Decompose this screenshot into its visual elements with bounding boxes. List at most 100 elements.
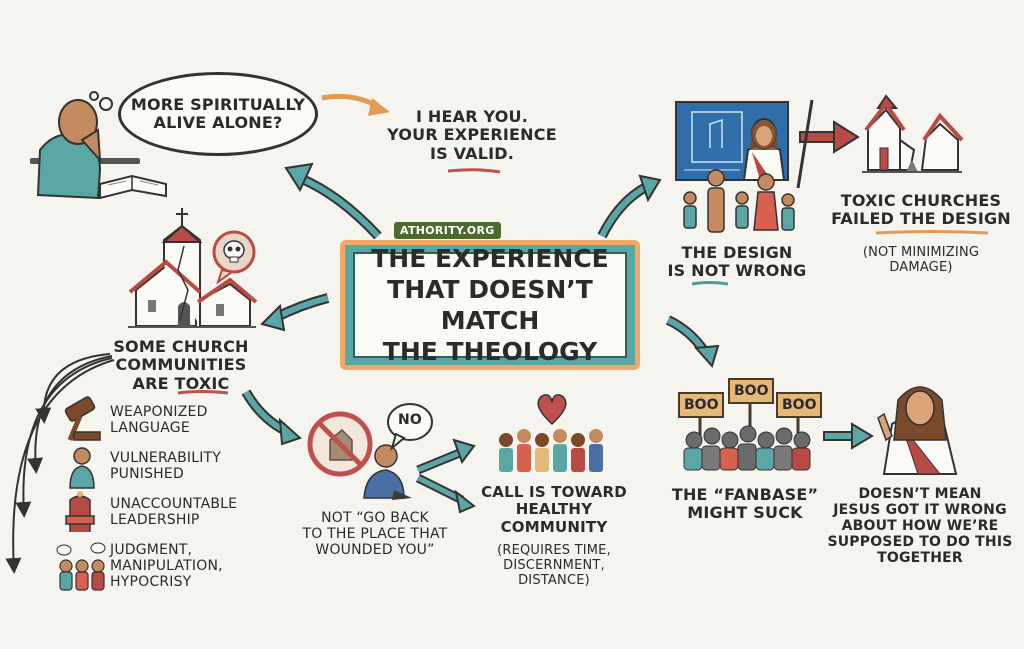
no-back-text: NOT “GO BACK TO THE PLACE THAT WOUNDED Y…	[290, 510, 460, 558]
underline-failed-design	[875, 230, 989, 235]
healthy-text: CALL IS TOWARD HEALTHY COMMUNITY	[474, 483, 634, 536]
response-text: I HEAR YOU. YOUR EXPERIENCE IS VALID.	[372, 107, 572, 163]
toxic-item-label: VULNERABILITY PUNISHED	[110, 450, 221, 482]
arrow-to-left	[260, 293, 330, 332]
toxic-item-line: HYPOCRISY	[110, 574, 192, 591]
center-title-line: THAT DOESN’T MATCH	[387, 274, 593, 335]
jesus-icon	[877, 386, 958, 475]
arrow-head	[368, 98, 390, 116]
toxic-line: SOME CHURCH	[113, 337, 249, 356]
no-back-line: TO THE PLACE THAT	[302, 526, 448, 543]
toxic-item-line: JUDGMENT,	[110, 542, 193, 558]
toxic-item-line: WEAPONIZED	[110, 404, 208, 420]
praying-person-icon	[30, 99, 140, 200]
response-line: YOUR EXPERIENCE	[387, 125, 557, 145]
no-back-line: NOT “GO BACK	[321, 510, 429, 526]
jesus-line: SUPPOSED TO DO THIS	[827, 534, 1013, 551]
center-inner: THE EXPERIENCE THAT DOESN’T MATCH THE TH…	[353, 244, 627, 366]
no-speech-bubble	[387, 403, 433, 451]
toxic-item-label: UNACCOUNTABLE LEADERSHIP	[110, 496, 237, 528]
no-back-line: WOUNDED YOU”	[315, 542, 435, 559]
healthy-line: HEALTHY	[515, 500, 593, 519]
healthy-line: CALL IS TOWARD	[481, 483, 627, 501]
cracked-church-icon	[128, 208, 258, 328]
site-badge: ATHORITY.ORG	[394, 222, 501, 239]
underline-not	[691, 281, 729, 286]
toxic-line: COMMUNITIES	[115, 355, 247, 375]
failed-note-line: (NOT MINIMIZING	[862, 245, 980, 260]
design-text: THE DESIGN IS NOT WRONG	[662, 243, 812, 281]
center-title-line: THE THEOLOGY	[382, 337, 598, 367]
failed-note: (NOT MINIMIZING DAMAGE)	[836, 245, 1006, 276]
toxic-item-line: MANIPULATION,	[110, 558, 223, 575]
arrow-design-to-failed	[796, 99, 860, 189]
arrow-to-healthy	[415, 438, 476, 514]
gavel-icon	[64, 396, 101, 441]
boo-sign: BOO	[728, 378, 775, 404]
arrow-to-no-back	[241, 389, 302, 446]
toxic-item-label: WEAPONIZED LANGUAGE	[110, 404, 208, 436]
jesus-line: JESUS GOT IT WRONG	[833, 502, 1007, 519]
failed-note-line: DAMAGE)	[889, 259, 953, 275]
toxic-item-line: LEADERSHIP	[110, 512, 200, 529]
failed-design-text: TOXIC CHURCHES FAILED THE DESIGN	[826, 191, 1016, 229]
toxic-line: ARE TOXIC	[132, 373, 230, 393]
toxic-item-line: PUNISHED	[110, 466, 184, 483]
crying-person-icon	[69, 447, 95, 489]
arrow-to-right	[665, 315, 720, 369]
sad-person-icon	[363, 444, 412, 500]
toxic-item-label: JUDGMENT, MANIPULATION, HYPOCRISY	[110, 542, 223, 590]
center-title: THE EXPERIENCE THAT DOESN’T MATCH THE TH…	[355, 243, 625, 368]
toxic-branch-arrows	[5, 353, 115, 574]
fanbase-text: THE “FANBASE” MIGHT SUCK	[670, 485, 820, 523]
jesus-line: TOGETHER	[877, 550, 963, 567]
design-line: THE DESIGN	[681, 243, 793, 262]
community-group-icon	[499, 429, 603, 472]
healthy-note-line: DISTANCE)	[518, 572, 590, 588]
healthy-note-line: (REQUIRES TIME,	[497, 543, 611, 558]
toxic-item-line: LANGUAGE	[110, 420, 190, 437]
toxic-item-line: VULNERABILITY	[110, 450, 222, 466]
broken-church-icon	[862, 94, 964, 173]
toxic-text: SOME CHURCH COMMUNITIES ARE TOXIC	[106, 337, 256, 393]
jesus-line: ABOUT HOW WE’RE	[841, 518, 999, 535]
healthy-note: (REQUIRES TIME, DISCERNMENT, DISTANCE)	[474, 543, 634, 589]
jesus-small-icon	[742, 118, 786, 181]
family-icon	[683, 169, 795, 233]
gossip-people-icon	[56, 542, 106, 591]
thought-dot	[99, 97, 113, 111]
heart-icon	[537, 394, 567, 426]
response-line: IS VALID.	[429, 143, 515, 163]
toxic-item-line: UNACCOUNTABLE	[110, 496, 238, 512]
arrow-to-top-right	[597, 174, 662, 239]
boo-sign: BOO	[776, 392, 823, 418]
arrow-to-jesus	[823, 422, 874, 450]
jesus-line: DOESN’T MEAN	[858, 486, 982, 502]
response-line: I HEAR YOU.	[415, 107, 528, 126]
fanbase-line: THE “FANBASE”	[671, 485, 819, 504]
arrow-to-top-left	[284, 162, 382, 240]
thought-bubble: MORE SPIRITUALLY ALIVE ALONE?	[118, 72, 318, 156]
boo-sign: BOO	[678, 392, 725, 418]
thought-line: MORE SPIRITUALLY	[130, 94, 306, 114]
underline-valid	[447, 168, 501, 174]
jesus-text: DOESN’T MEAN JESUS GOT IT WRONG ABOUT HO…	[822, 486, 1018, 566]
fanbase-line: MIGHT SUCK	[687, 503, 803, 523]
throne-icon	[65, 491, 95, 532]
center-box: THE EXPERIENCE THAT DOESN’T MATCH THE TH…	[340, 240, 640, 370]
no-bubble-text: NO	[397, 412, 423, 428]
healthy-line: COMMUNITY	[500, 517, 608, 536]
crowd-icon	[683, 396, 811, 471]
skull-icon	[212, 230, 256, 285]
center-title-line: THE EXPERIENCE	[371, 243, 609, 273]
design-line: IS NOT WRONG	[667, 261, 807, 281]
underline-toxic	[177, 390, 229, 395]
open-book-icon	[99, 174, 167, 200]
healthy-note-line: DISCERNMENT,	[503, 557, 605, 573]
thought-line: ALIVE ALONE?	[153, 113, 283, 132]
failed-line: TOXIC CHURCHES	[840, 191, 1002, 210]
thought-dot	[89, 91, 99, 101]
thought-text: MORE SPIRITUALLY ALIVE ALONE?	[130, 94, 306, 133]
prohibited-church-icon	[307, 411, 373, 477]
failed-line: FAILED THE DESIGN	[831, 209, 1011, 229]
